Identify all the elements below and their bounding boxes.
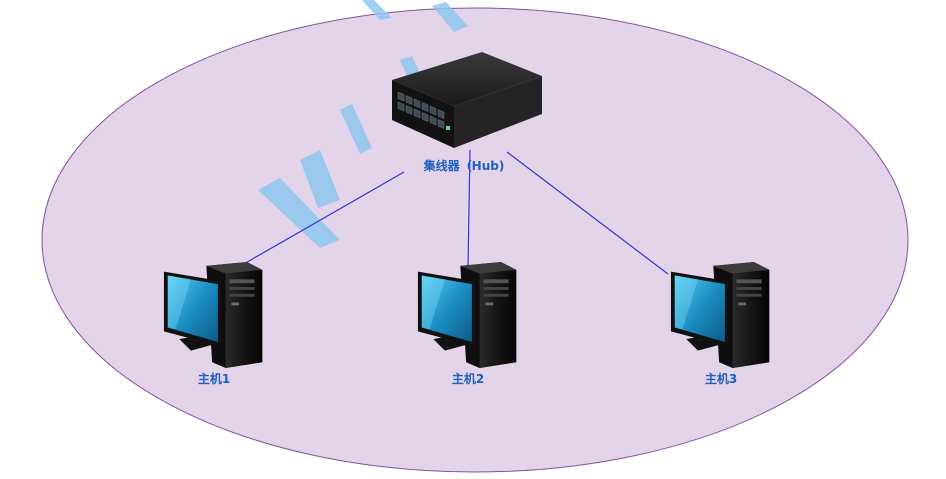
- host2-label: 主机2: [452, 371, 484, 386]
- link-hub-host1: [241, 171, 405, 266]
- link-hub-host3: [506, 151, 669, 275]
- link-hub-host2: [467, 149, 471, 267]
- host1-label: 主机1: [198, 371, 230, 386]
- watermark: [258, 0, 468, 248]
- hub-label: 集线器（Hub): [423, 158, 505, 173]
- host3-label: 主机3: [705, 371, 737, 386]
- links: [241, 149, 669, 275]
